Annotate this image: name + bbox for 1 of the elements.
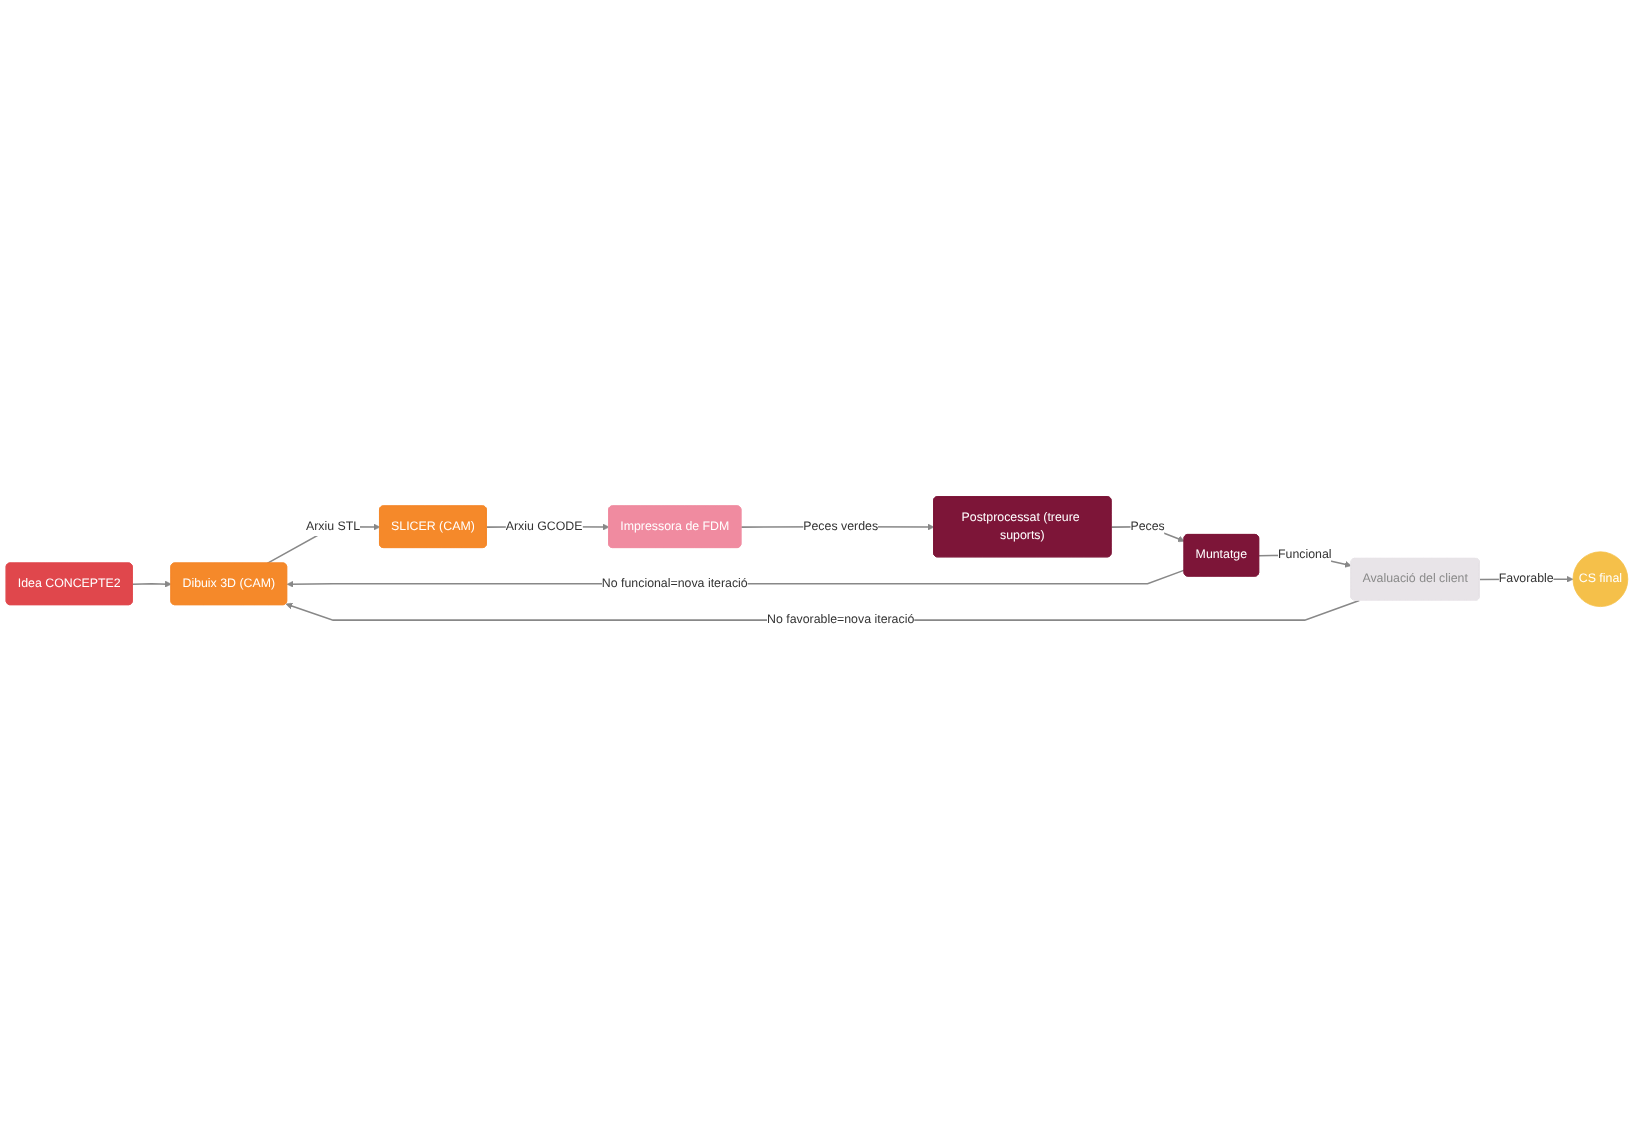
arrow bbox=[131, 580, 172, 588]
